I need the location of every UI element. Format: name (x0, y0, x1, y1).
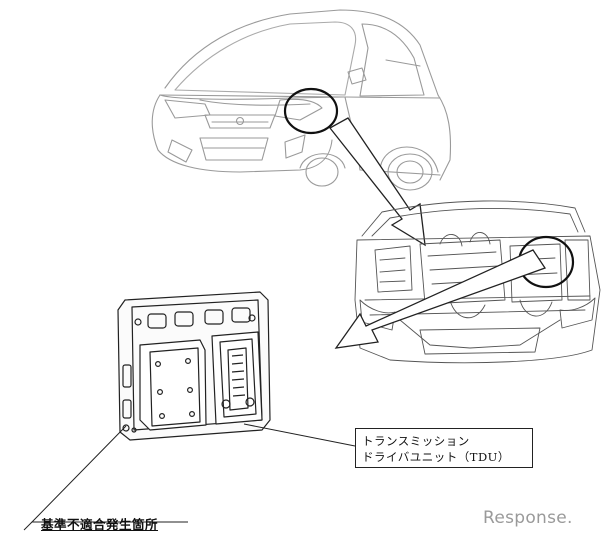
defect-leader-tail (23, 521, 33, 531)
headlight-highlight-circle (283, 87, 339, 135)
arrow-car-to-engine-bay (329, 117, 426, 247)
callout-line-1: トランスミッション (362, 434, 470, 448)
tdu-unit-illustration (117, 291, 271, 441)
callout-leader-line (243, 423, 356, 447)
defect-leader-line (30, 425, 188, 523)
response-watermark: Response. (483, 508, 573, 528)
defect-location-label: 基準不適合発生箇所 (41, 517, 159, 532)
car-illustration (151, 9, 451, 191)
callout-line-2: ドライバユニット（TDU） (362, 450, 510, 464)
arrow-engine-bay-to-tdu (334, 249, 547, 349)
tdu-callout-box: トランスミッション ドライバユニット（TDU） (355, 428, 533, 468)
engine-bay-illustration (354, 200, 601, 364)
